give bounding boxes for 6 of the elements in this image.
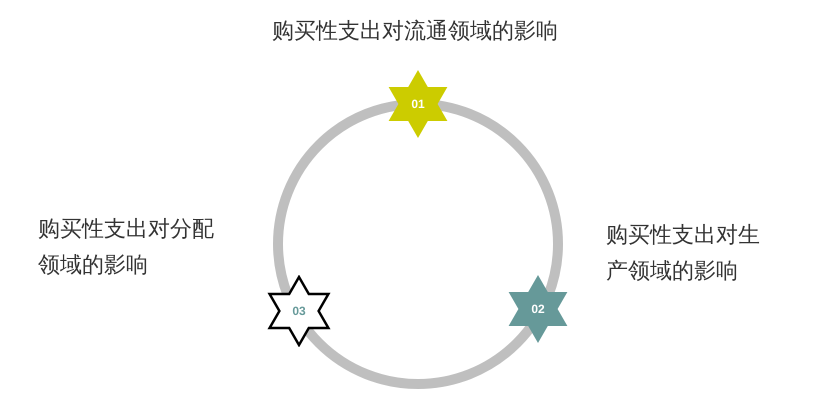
topic-text: 购买性支出对流通领域的影响 <box>271 18 559 46</box>
topic-text: 购买性支出对生产领域的影响 <box>606 222 761 286</box>
topic-text: 购买性支出对分配领域的影响 <box>38 216 215 280</box>
step-number: 02 <box>531 303 545 315</box>
step-number: 03 <box>292 305 306 317</box>
step-number: 01 <box>411 98 425 110</box>
